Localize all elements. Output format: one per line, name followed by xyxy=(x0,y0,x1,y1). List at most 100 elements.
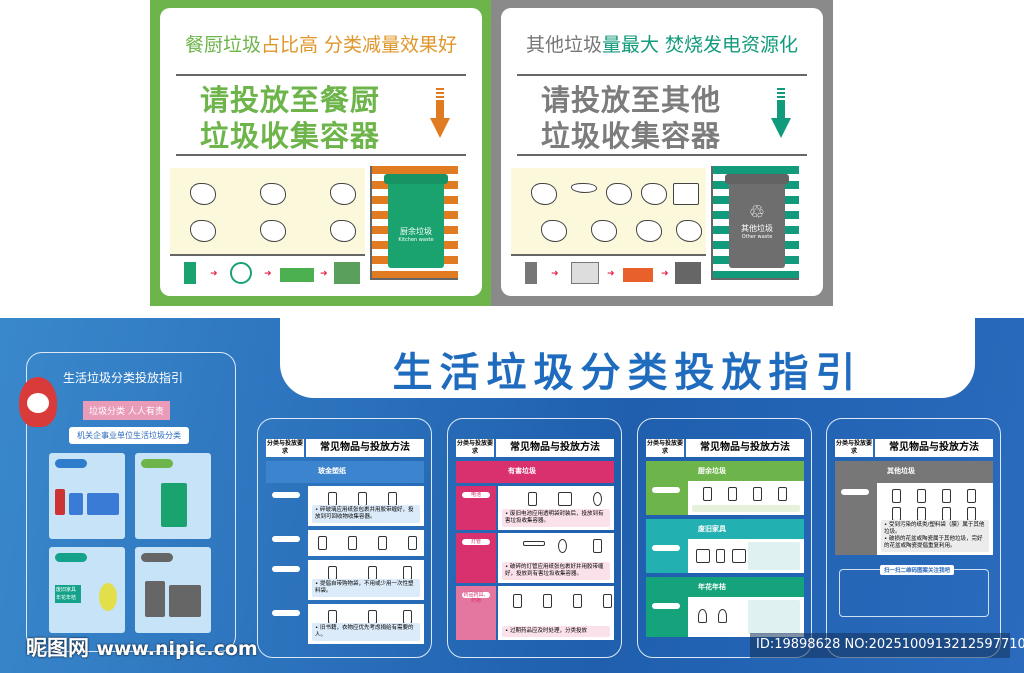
recyclable-board: 分类与投放要求 常见物品与投放方法 玻金塑纸 • 碎玻璃应用纸张包裹并用胶带缠好，… xyxy=(257,418,432,658)
hazardous-board: 分类与投放要求 常见物品与投放方法 有害垃圾 电池 • 废旧电池应用透明袋封装后，投… xyxy=(447,418,622,658)
incinerator-icon xyxy=(675,262,701,284)
truck-icon xyxy=(280,268,314,282)
category-bar: 废旧家具 xyxy=(646,519,804,539)
plant-icon xyxy=(334,262,360,284)
board-row xyxy=(646,481,804,515)
other-tile xyxy=(135,547,211,633)
tip-text: • 旧书籍，衣物应优先考虑捐给有需要的人。 xyxy=(312,623,420,641)
other-process-flow: ➜ ➜ ➜ xyxy=(511,258,706,294)
bin-icon xyxy=(184,262,196,284)
header-left: 分类与投放要求 xyxy=(266,439,306,457)
header-right: 常见物品与投放方法 xyxy=(889,442,979,453)
row-label: 药品药具、药物 xyxy=(462,592,490,604)
down-arrow-icon xyxy=(771,88,791,138)
header-left: 分类与投放要求 xyxy=(646,439,686,457)
header-left: 分类与投放要求 xyxy=(456,439,496,457)
instruction-line: 请投放至餐厨 xyxy=(200,83,381,117)
tip-text: • 废旧电池应用透明袋封装后，投放到有害垃圾收集容器。 xyxy=(502,509,610,527)
kitchen-tile xyxy=(135,453,211,539)
row-label: 电池 xyxy=(462,492,490,498)
arrow-icon: ➜ xyxy=(210,269,218,279)
truck-icon xyxy=(623,268,653,282)
header-right: 常见物品与投放方法 xyxy=(510,442,600,453)
other-waste-panel: 其他垃圾量最大 焚烧发电资源化 请投放至其他垃圾收集容器 ➜ ➜ ➜ xyxy=(491,0,833,306)
tip-text: • 破损的花盆或陶瓷属于其他垃圾，完好的花盆或陶瓷提倡重复利用。 xyxy=(884,536,983,549)
category-bar: 有害垃圾 xyxy=(456,461,614,483)
banana-peel-icon xyxy=(190,220,216,242)
bin-icon xyxy=(525,262,537,284)
diaper-icon xyxy=(676,220,702,242)
board-row: 灯管 • 破碎的灯管应用纸张包裹好并用胶带缠好，投放到有害垃圾收集容器。 xyxy=(456,533,614,583)
qr-code-box[interactable]: 扫一扫二维码图案关注我吧 xyxy=(839,565,989,617)
tea-leaves-icon xyxy=(330,220,356,242)
tip-text: • 过期药品应及时处理，分类投放 xyxy=(502,626,610,637)
watermark-url: www.nipic.com xyxy=(96,638,258,660)
tip-text: • 破碎的灯管应用纸张包裹好并用胶带缠好，投放到有害垃圾收集容器。 xyxy=(502,562,610,580)
headline-prefix: 其他垃圾 xyxy=(525,34,602,56)
watermark-id: ID:19898628 NO:20251009132125977102 xyxy=(756,637,1024,652)
board-header: 分类与投放要求 常见物品与投放方法 xyxy=(456,439,614,457)
header-right: 常见物品与投放方法 xyxy=(700,442,790,453)
arrow-icon: ➜ xyxy=(661,269,669,279)
kitchen-instruction: 请投放至餐厨垃圾收集容器 xyxy=(200,82,380,154)
left-panel-title: 生活垃圾分类投放指引 xyxy=(63,371,184,385)
watermark-logo: 昵图网 www.nipic.com xyxy=(26,632,258,662)
watermark-id-box: ID:19898628 NO:20251009132125977102 xyxy=(750,633,1024,658)
board-row: • 碎玻璃应用纸张包裹并用胶带缠好，投放到可回收物收集容器。 xyxy=(266,486,424,526)
dust-icon xyxy=(531,183,557,205)
other-items-illustration xyxy=(511,168,706,256)
other-headline: 其他垃圾量最大 焚烧发电资源化 xyxy=(501,30,823,57)
left-guide-panel: 生活垃圾分类投放指引 垃圾分类 人人有责 机关企事业单位生活垃圾分类 废旧家具 … xyxy=(19,352,236,652)
recycle-icon: ♲ xyxy=(748,202,766,223)
category-bar: 玻金塑纸 xyxy=(266,461,424,483)
kitchen-furniture-board: 分类与投放要求常见物品与投放方法 厨余垃圾 废旧家具 年花年桔 xyxy=(637,418,812,658)
tip-text: • 受到污染的纸类/塑料袋（膜）属于其他垃圾。 xyxy=(884,522,985,535)
board-header: 分类与投放要求 常见物品与投放方法 xyxy=(266,439,424,457)
instruction-line: 垃圾收集容器 xyxy=(541,119,722,153)
leaves-icon xyxy=(260,220,286,242)
fishbone-icon xyxy=(190,183,216,205)
headline-highlight: 占比高 分类减量效果好 xyxy=(260,34,458,56)
bin-label: 其他垃圾 xyxy=(741,224,773,233)
row-label: 灯管 xyxy=(462,539,490,545)
arrow-icon: ➜ xyxy=(607,269,615,279)
page-title: 生活垃圾分类投放指引 xyxy=(392,350,863,396)
board-row xyxy=(266,530,424,556)
kitchen-items-illustration xyxy=(170,168,365,256)
board-row xyxy=(646,597,804,637)
kitchen-headline: 餐厨垃圾占比高 分类减量效果好 xyxy=(160,30,482,57)
board-row: 药品药具、药物 • 过期药品应及时处理，分类投放 xyxy=(456,586,614,640)
other-waste-board: 分类与投放要求 常见物品与投放方法 其他垃圾 • 受到污染的纸类/塑料袋（膜）属于… xyxy=(826,418,1001,658)
recyclable-tile xyxy=(49,453,125,539)
bowl-icon xyxy=(606,183,632,205)
instruction-line: 垃圾收集容器 xyxy=(200,119,381,153)
board-row xyxy=(646,539,804,573)
tissue-icon xyxy=(541,220,567,242)
qr-caption: 扫一扫二维码图案关注我吧 xyxy=(880,565,955,575)
photo-icon xyxy=(673,183,699,205)
down-arrow-icon xyxy=(430,88,450,138)
header-right: 常见物品与投放方法 xyxy=(320,442,410,453)
category-bar: 其他垃圾 xyxy=(835,461,993,483)
divider xyxy=(176,74,466,76)
board-row: • 旧书籍，衣物应优先考虑捐给有需要的人。 xyxy=(266,604,424,644)
kumquat-plant-icon xyxy=(99,583,117,611)
kitchen-process-flow: ➜ ➜ ➜ xyxy=(170,258,365,294)
header-left: 分类与投放要求 xyxy=(835,439,875,457)
arrow-icon: ➜ xyxy=(264,269,272,279)
eggshell-icon xyxy=(260,183,286,205)
divider xyxy=(517,74,807,76)
watermark-site-cn: 昵图网 xyxy=(26,636,89,660)
bin-label: 厨余垃圾 xyxy=(400,227,432,236)
board-header: 分类与投放要求 常见物品与投放方法 xyxy=(835,439,993,457)
tip-text: • 提倡自带购物袋，不用或少用一次性塑料袋。 xyxy=(312,579,420,597)
mascot xyxy=(19,377,57,427)
category-bar: 年花年桔 xyxy=(646,577,804,597)
transfer-station-icon xyxy=(571,262,599,284)
divider xyxy=(517,154,807,156)
leaf-icon xyxy=(330,183,356,205)
